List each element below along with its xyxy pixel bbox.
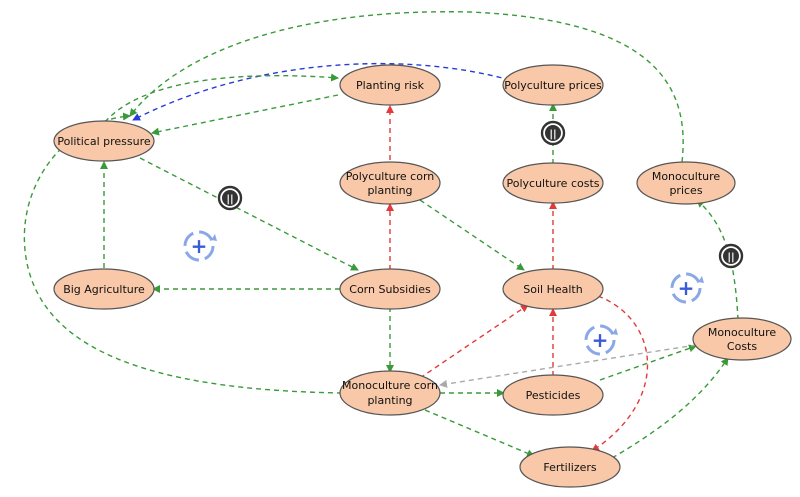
node-label: Planting risk	[356, 79, 425, 92]
svg-text:||: ||	[226, 194, 233, 205]
loop-markers: || || || + + +	[183, 120, 744, 356]
node-fertilizers[interactable]: Fertilizers	[519, 446, 621, 488]
node-label-line1: Polyculture corn	[346, 170, 435, 183]
node-soil-health[interactable]: Soil Health	[502, 268, 604, 310]
svg-text:+: +	[678, 276, 695, 300]
edges	[23, 11, 739, 459]
node-label: Big Agriculture	[63, 283, 145, 296]
reinforcing-loop-marker: +	[183, 230, 217, 262]
node-monoculture-corn-planting[interactable]: Monoculture corn planting	[339, 370, 441, 416]
node-label-line2: prices	[669, 184, 702, 197]
nodes: Political pressure Planting risk Polycul…	[53, 64, 792, 488]
node-corn-subsidies[interactable]: Corn Subsidies	[339, 268, 441, 310]
balancing-loop-marker: ||	[718, 243, 744, 269]
node-label: Political pressure	[57, 135, 151, 148]
node-polyculture-prices[interactable]: Polyculture prices	[502, 64, 604, 106]
node-monoculture-prices[interactable]: Monoculture prices	[636, 161, 736, 205]
node-label-line2: Costs	[727, 340, 757, 353]
node-label: Soil Health	[523, 283, 582, 296]
edge-monoculture-costs-to-monoculture-corn-planting	[439, 344, 697, 388]
node-planting-risk[interactable]: Planting risk	[339, 64, 441, 106]
svg-text:||: ||	[727, 252, 734, 263]
node-label: Polyculture prices	[504, 79, 602, 92]
node-monoculture-costs[interactable]: Monoculture Costs	[692, 317, 792, 361]
edge-monoculture-corn-planting-to-political-pressure	[23, 112, 343, 394]
node-label: Fertilizers	[543, 461, 597, 474]
edge-political-pressure-to-planting-risk	[104, 73, 339, 123]
svg-text:||: ||	[549, 129, 556, 140]
node-label-line2: planting	[367, 184, 412, 197]
node-big-agriculture[interactable]: Big Agriculture	[53, 268, 155, 310]
node-label-line2: planting	[367, 394, 412, 407]
node-label-line1: Monoculture	[652, 170, 721, 183]
node-label-line1: Monoculture	[708, 326, 777, 339]
balancing-loop-marker: ||	[217, 185, 243, 211]
svg-text:+: +	[191, 234, 208, 258]
balancing-loop-marker: ||	[540, 120, 566, 146]
svg-text:+: +	[592, 328, 609, 352]
reinforcing-loop-marker: +	[670, 272, 704, 304]
node-polyculture-corn-planting[interactable]: Polyculture corn planting	[339, 161, 441, 205]
edge-fertilizers-to-monoculture-costs	[611, 357, 729, 459]
edge-planting-risk-to-political-pressure	[151, 94, 339, 136]
edge-soil-health-to-fertilizers	[591, 295, 649, 452]
edge-pesticides-to-monoculture-costs	[599, 344, 697, 381]
reinforcing-loop-marker: +	[584, 324, 618, 356]
node-label: Pesticides	[526, 389, 581, 402]
node-label: Corn Subsidies	[349, 283, 431, 296]
edge-monoculture-prices-to-political-pressure	[129, 11, 684, 163]
node-label-line1: Monoculture corn	[342, 379, 438, 392]
edge-monoculture-corn-planting-to-soil-health	[419, 304, 529, 379]
edge-polyculture-prices-to-political-pressure	[132, 62, 511, 121]
node-pesticides[interactable]: Pesticides	[502, 374, 604, 416]
node-political-pressure[interactable]: Political pressure	[53, 120, 155, 162]
node-polyculture-costs[interactable]: Polyculture costs	[502, 162, 604, 204]
node-label: Polyculture costs	[507, 177, 600, 190]
edge-political-pressure-to-corn-subsidies	[139, 157, 359, 271]
edge-monoculture-corn-planting-to-fertilizers	[424, 409, 535, 457]
edge-polyculture-corn-planting-to-soil-health	[419, 199, 525, 271]
